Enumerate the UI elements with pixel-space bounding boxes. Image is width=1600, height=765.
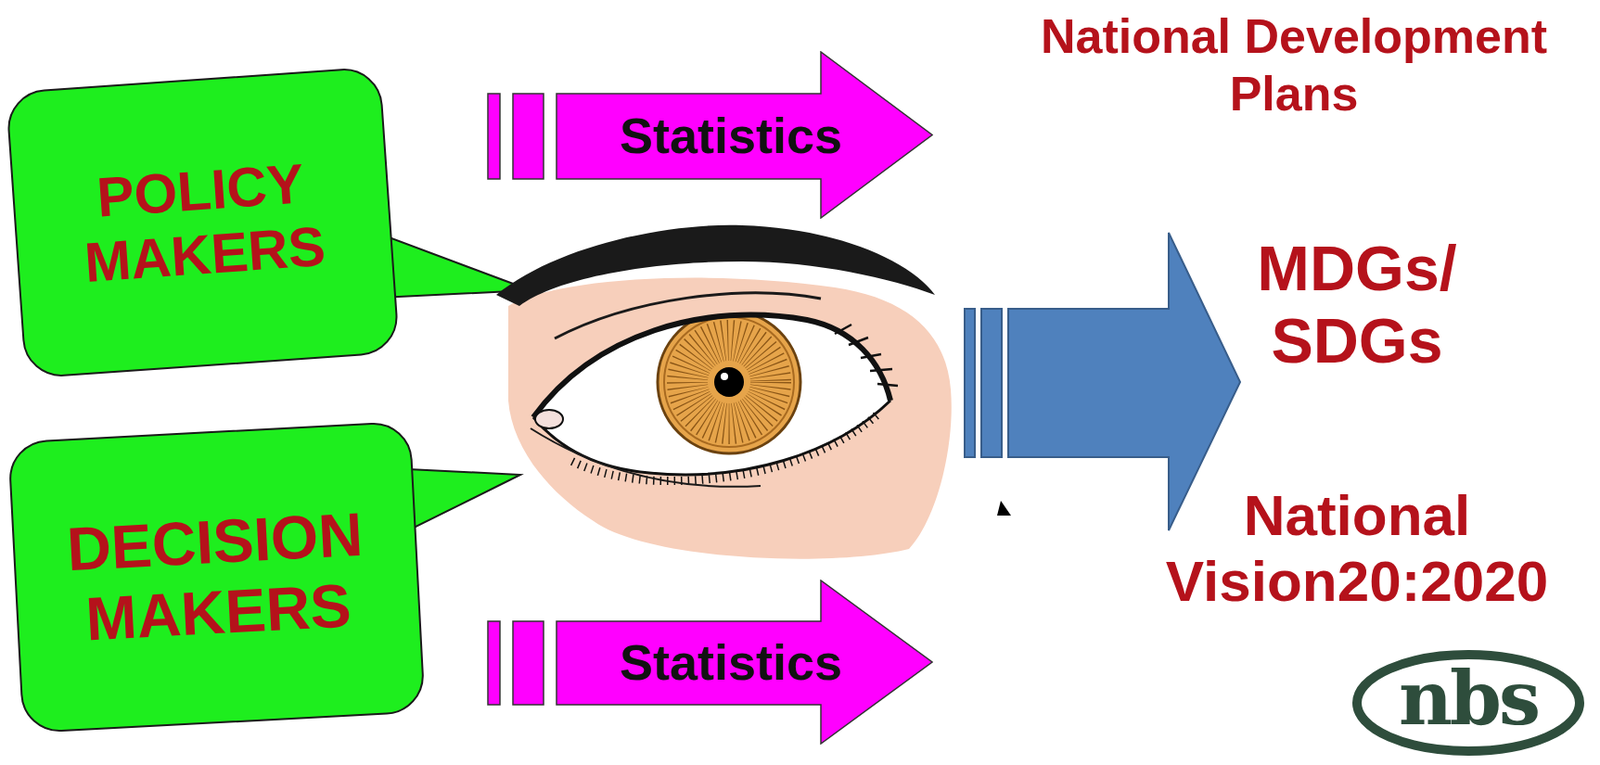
arrow-body — [556, 580, 933, 744]
eye-skin — [508, 278, 952, 560]
vision-label: National Vision20:2020 — [1125, 482, 1589, 615]
logo-oval — [1356, 654, 1580, 752]
iris-fibres — [687, 340, 771, 424]
pupil-highlight — [720, 372, 729, 381]
arrow-stripe — [487, 621, 500, 705]
arrow-label: Statistics — [619, 633, 843, 692]
iris — [657, 310, 801, 454]
callout-label: POLICY MAKERS — [46, 148, 360, 298]
arrow-stripe — [487, 93, 500, 180]
arrow-stripe — [512, 93, 544, 180]
upper-lashes — [834, 324, 898, 386]
lower-fold — [530, 428, 761, 487]
arrow-box: Statistics — [486, 51, 934, 219]
blue-arrow — [1008, 232, 1241, 531]
pupil — [714, 367, 744, 397]
arrow-box: Statistics — [486, 579, 934, 745]
goal-label: MDGs/ SDGs — [1217, 231, 1497, 377]
callout-label: DECISION MAKERS — [46, 498, 386, 656]
arrow-body — [556, 51, 933, 218]
arrow-stripe — [512, 621, 544, 705]
logo-text: nbs — [1356, 661, 1580, 736]
callout-box: DECISION MAKERS — [7, 421, 426, 734]
upper-lid — [533, 315, 891, 418]
lower-lashes — [567, 415, 877, 482]
tear-duct — [535, 409, 564, 429]
iris-ring — [664, 317, 794, 448]
arrow-stripe — [964, 308, 975, 458]
arrow-label: Statistics — [619, 106, 843, 165]
small-mark — [997, 500, 1012, 516]
callout-box: POLICY MAKERS — [5, 65, 401, 379]
arrow-stripe — [981, 308, 1002, 458]
heading-label: National Development Plans — [1001, 7, 1587, 124]
